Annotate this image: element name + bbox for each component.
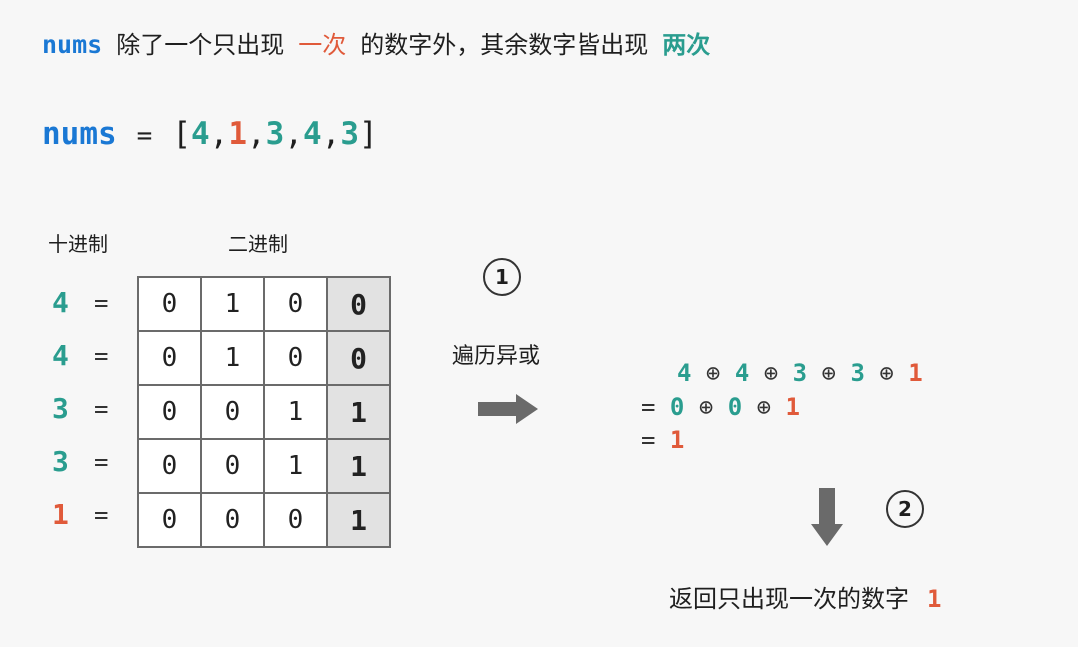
step-2-number: 2 <box>898 497 912 521</box>
step-1-label: 遍历异或 <box>452 344 541 369</box>
array-eq: = <box>136 121 153 151</box>
array-name: nums <box>42 116 117 152</box>
bit-cell: 0 <box>137 330 202 386</box>
binary-row: 0 1 0 0 <box>137 330 391 386</box>
array-sep: , <box>321 116 341 152</box>
headline-twice: 两次 <box>662 31 711 59</box>
xor-operator: ⊕ <box>698 393 714 421</box>
bit-cell: 0 <box>200 438 265 494</box>
decimal-value: 4 <box>52 286 69 319</box>
array-sep: , <box>284 116 304 152</box>
bit-cell: 1 <box>263 384 328 440</box>
xor-term: 1 <box>908 359 923 387</box>
xor-term: 3 <box>792 359 808 387</box>
xor-operator: ⊕ <box>705 359 721 387</box>
xor-term: 0 <box>727 393 743 421</box>
binary-label: 二进制 <box>228 232 288 256</box>
xor-term: 4 <box>734 359 750 387</box>
array-open-bracket: [ <box>172 116 191 152</box>
bit-cell: 0 <box>137 492 202 548</box>
step-1-badge: 1 <box>483 258 521 296</box>
bit-cell: 0 <box>263 492 328 548</box>
xor-operator: ⊕ <box>879 359 894 387</box>
step-2-badge: 2 <box>886 490 924 528</box>
array-value: 3 <box>265 116 285 152</box>
xor-term: 0 <box>669 393 685 421</box>
xor-equals: = <box>641 426 656 454</box>
result-value: 1 <box>927 585 942 613</box>
right-arrow-icon <box>478 394 538 424</box>
bit-cell: 0 <box>200 384 265 440</box>
array-value: 1 <box>228 116 247 152</box>
headline: nums 除了一个只出现一次的数字外，其余数字皆出现两次 <box>42 28 710 62</box>
decimal-value: 3 <box>52 445 69 478</box>
array-close-bracket: ] <box>359 116 378 152</box>
headline-part1: 除了一个只出现 <box>116 31 285 59</box>
lowest-bit-cell: 1 <box>326 384 391 440</box>
xor-result: 1 <box>669 426 685 454</box>
lowest-bit-cell: 1 <box>326 492 391 548</box>
binary-grid: 0 1 0 0 0 1 0 0 0 0 1 1 0 0 1 1 0 0 0 1 <box>137 276 391 548</box>
xor-equals: = <box>641 393 656 421</box>
array-value: 4 <box>303 116 322 152</box>
bit-cell: 0 <box>200 492 265 548</box>
array-value: 4 <box>190 116 210 152</box>
row-equals: = <box>94 395 109 423</box>
decimal-label: 十进制 <box>48 232 108 256</box>
bit-cell: 0 <box>137 438 202 494</box>
bit-cell: 1 <box>263 438 328 494</box>
row-equals: = <box>94 289 109 317</box>
down-arrow-icon <box>811 488 843 546</box>
decimal-value: 1 <box>52 498 69 531</box>
decimal-value: 4 <box>52 339 69 372</box>
xor-term: 1 <box>785 393 800 421</box>
xor-line-3: = 1 <box>641 423 684 457</box>
xor-operator: ⊕ <box>763 359 779 387</box>
lowest-bit-cell: 0 <box>326 330 391 386</box>
headline-part2: 的数字外，其余数字皆出现 <box>360 31 649 59</box>
row-equals: = <box>94 501 109 529</box>
bit-cell: 1 <box>200 276 265 332</box>
step-1-number: 1 <box>495 265 509 289</box>
xor-line-1: 4 ⊕ 4 ⊕ 3 ⊕ 3 ⊕ 1 <box>641 356 923 390</box>
bit-cell: 0 <box>263 330 328 386</box>
bit-cell: 0 <box>137 276 202 332</box>
array-sep: , <box>209 116 229 152</box>
xor-operator: ⊕ <box>756 393 772 421</box>
headline-nums: nums <box>42 30 103 59</box>
decimal-value: 3 <box>52 392 69 425</box>
row-equals: = <box>94 342 109 370</box>
binary-row: 0 0 1 1 <box>137 384 391 440</box>
row-equals: = <box>94 448 109 476</box>
binary-row: 0 0 1 1 <box>137 438 391 494</box>
result-line: 返回只出现一次的数字 1 <box>669 582 941 616</box>
array-line: nums=[4,1,3,4,3] <box>42 114 378 156</box>
xor-operator: ⊕ <box>821 359 836 387</box>
xor-term: 4 <box>677 359 692 387</box>
result-text: 返回只出现一次的数字 <box>669 585 909 613</box>
lowest-bit-cell: 1 <box>326 438 391 494</box>
bit-cell: 0 <box>263 276 328 332</box>
binary-row: 0 1 0 0 <box>137 276 391 332</box>
xor-line-2: = 0 ⊕ 0 ⊕ 1 <box>641 390 800 424</box>
xor-term: 3 <box>850 359 865 387</box>
array-value: 3 <box>340 116 360 152</box>
lowest-bit-cell: 0 <box>326 276 391 332</box>
binary-row: 0 0 0 1 <box>137 492 391 548</box>
bit-cell: 1 <box>200 330 265 386</box>
headline-once: 一次 <box>298 31 347 59</box>
bit-cell: 0 <box>137 384 202 440</box>
array-sep: , <box>247 116 266 152</box>
